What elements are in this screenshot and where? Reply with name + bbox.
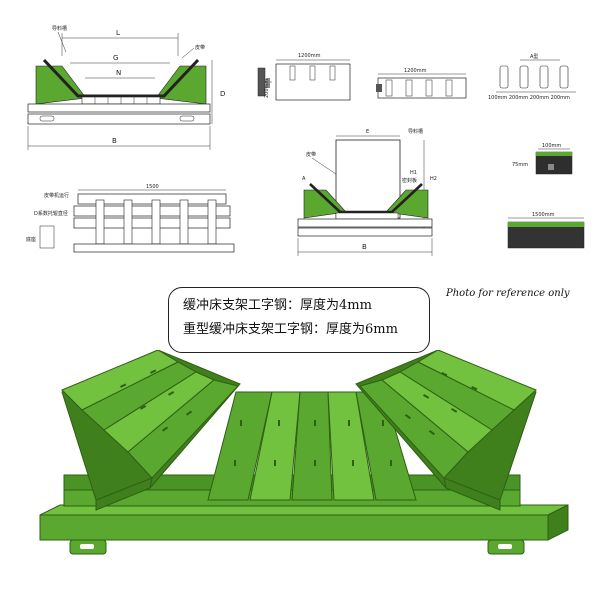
- trough-cross-section-drawing: L G N 导料槽 皮带 D B: [27, 25, 225, 150]
- dim-l-label: L: [116, 29, 120, 37]
- belt-label: 皮带: [195, 44, 205, 51]
- clip-profile-drawing: [257, 67, 272, 97]
- dim-g-label: G: [113, 54, 118, 62]
- center-cross-section-drawing: 导料槽 E 皮带 H1 密封板 H2 A B: [297, 128, 437, 256]
- left-wing-bars: [61, 350, 241, 511]
- guide-label: 导料槽: [408, 128, 423, 135]
- reference-caption: Photo for reference only: [446, 288, 570, 299]
- run-direction-label: 皮带机运行: [44, 192, 69, 199]
- dim-h1-label: H1: [410, 170, 417, 176]
- slot-pattern-drawing: A型 100mm 200mm 200mm 200mm: [488, 53, 576, 101]
- slotted-plate-drawing: 1200mm 200mm: [264, 53, 351, 101]
- bar-height-label: 75mm: [512, 162, 528, 168]
- note-line-heavy: 重型缓冲床支架工字钢：厚度为6mm: [183, 322, 398, 337]
- center-belt-label: 皮带: [306, 151, 316, 158]
- seal-label: 密封板: [402, 177, 417, 184]
- roller-diameter-label: D系数托辊直径: [34, 210, 68, 217]
- impact-bed-illustration: [39, 350, 569, 555]
- dim-b-label: B: [112, 137, 117, 145]
- strip-width-label: 1500mm: [532, 212, 555, 218]
- slot-top-label: A型: [530, 53, 538, 60]
- side-view-drawing: 1500 皮带机运行 D系数托辊直径 底座: [26, 184, 235, 253]
- frame-width-label: 1200mm: [404, 68, 427, 74]
- steel-thickness-note: 缓冲床支架工字钢：厚度为4mm 重型缓冲床支架工字钢：厚度为6mm: [168, 287, 430, 353]
- side-length-label: 1500: [146, 184, 159, 190]
- dim-h2-label: H2: [430, 176, 437, 182]
- dim-a-label: A: [302, 176, 306, 182]
- base-label: 底座: [26, 236, 36, 243]
- frame-top-view-drawing: 1200mm: [376, 68, 467, 99]
- note-line-standard: 缓冲床支架工字钢：厚度为4mm: [183, 298, 372, 313]
- dim-e-label: E: [366, 129, 369, 135]
- slot-bottom-label: 100mm 200mm 200mm 200mm: [488, 95, 570, 101]
- bar-section-drawing: 100mm 75mm: [512, 143, 573, 175]
- dim-n-label: N: [116, 69, 121, 77]
- guide-chute-label: 导料槽: [52, 25, 67, 32]
- dim-d-label: D: [220, 90, 225, 98]
- center-bars: [207, 391, 417, 501]
- bolt-slots: [119, 369, 478, 466]
- bar-width-label: 100mm: [542, 143, 561, 149]
- technical-drawings: L G N 导料槽 皮带 D B: [26, 25, 585, 256]
- plate-height-label: 200mm: [264, 79, 270, 98]
- right-wing-bars: [355, 350, 537, 511]
- plate-width-label: 1200mm: [298, 53, 321, 59]
- strip-drawing: 1500mm: [507, 212, 585, 249]
- center-dim-b-label: B: [362, 243, 367, 251]
